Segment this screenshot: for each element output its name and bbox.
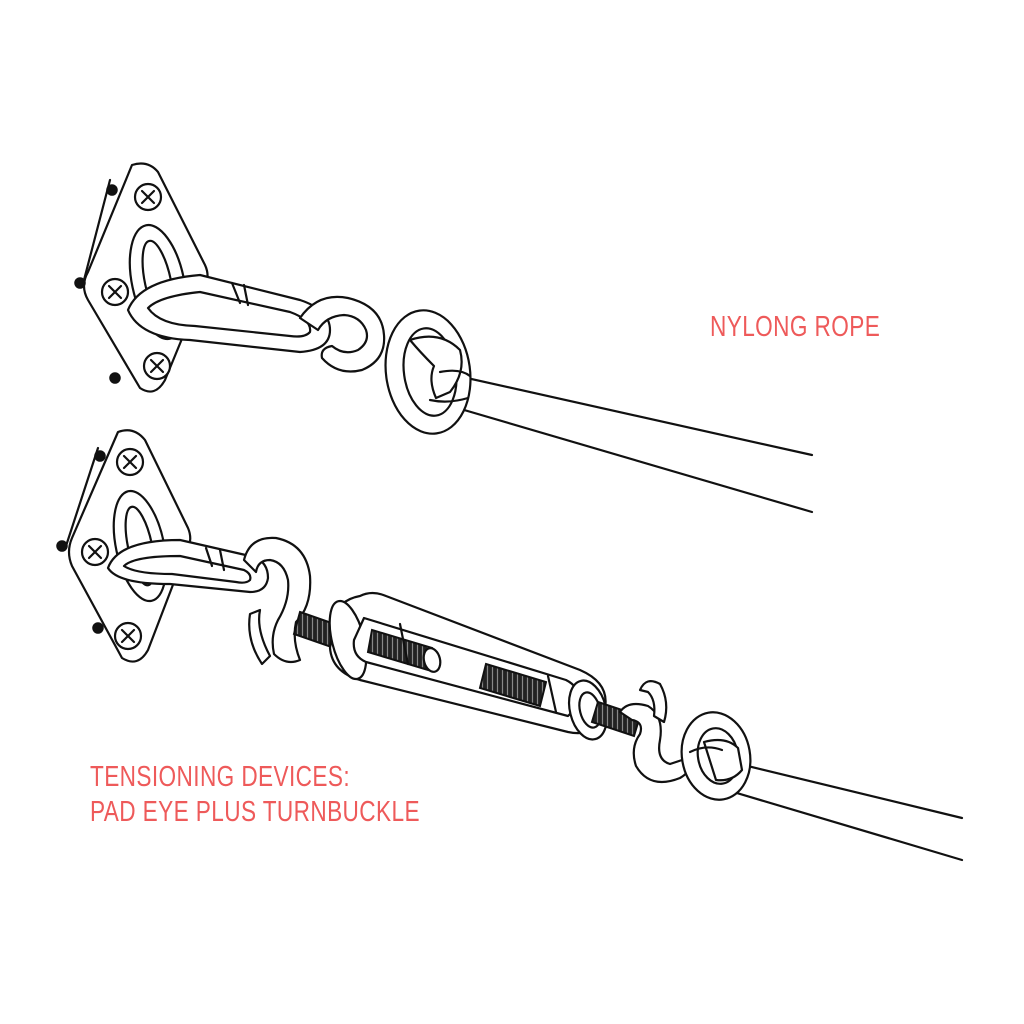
bottom-turnbuckle-assembly	[56, 429, 964, 862]
rope-label: NYLONG ROPE	[710, 310, 880, 345]
turnbuckle-body	[328, 591, 609, 741]
tensioning-label-line1: TENSIONING DEVICES:	[90, 761, 351, 793]
screw-icon	[80, 537, 110, 567]
rope-label-text: NYLONG ROPE	[710, 311, 881, 343]
screw-icon	[133, 182, 163, 212]
tensioning-label-line2: PAD EYE PLUS TURNBUCKLE	[90, 795, 420, 828]
rope-knot-right	[680, 711, 752, 801]
hook-link	[106, 536, 312, 666]
screw-icon	[142, 351, 172, 381]
rope-knot	[384, 309, 472, 435]
screw-icon	[113, 621, 143, 651]
carabiner-top	[126, 273, 386, 373]
nylon-rope	[428, 370, 814, 514]
tensioning-label: TENSIONING DEVICES: PAD EYE PLUS TURNBUC…	[90, 760, 420, 830]
top-rope-assembly	[74, 162, 814, 514]
screw-icon	[100, 277, 130, 307]
screw-icon	[115, 447, 145, 477]
